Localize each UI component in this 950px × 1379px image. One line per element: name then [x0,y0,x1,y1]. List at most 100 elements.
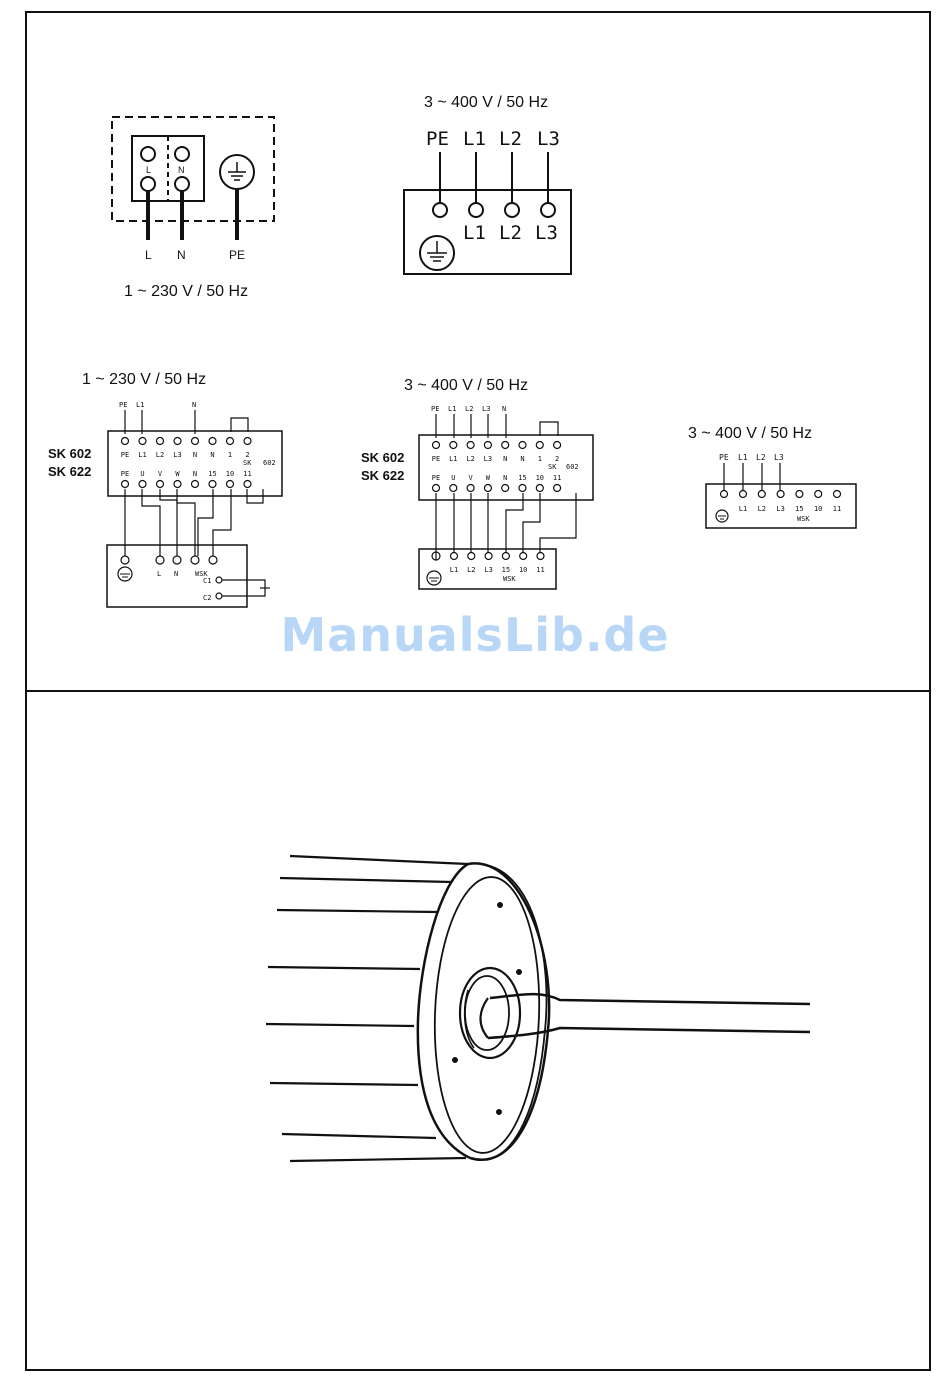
top-pe: PE [719,453,729,462]
d4-row2-label: N [503,474,507,482]
top-l3: L3 [537,128,560,150]
d5-bottom-label: 10 [814,505,822,513]
d4-row1-terminal [483,440,492,450]
d3-row2-terminal [208,479,217,489]
term-l: L [145,248,152,262]
d4-row1-label: 1 [538,455,542,463]
d4-row1-terminal [431,440,441,450]
model-sk602: SK 602 [48,446,91,461]
caption-4: 3 ~ 400 V / 50 Hz [404,377,528,394]
d3-row1-label: L1 [138,451,146,459]
c1-label: C1 [203,577,211,585]
d4-row1-label: N [520,455,524,463]
d3-row1-terminal [138,436,147,446]
d4-bottom-terminal [484,551,493,561]
top-n: N [192,401,196,409]
caption-5: 3 ~ 400 V / 50 Hz [688,425,812,442]
d3-row1-terminal [155,436,165,446]
d4-row2-terminal [552,483,562,493]
model-sk602: SK 602 [361,450,404,465]
d4-row2-terminal [449,483,458,493]
sk-602-label: 602 [263,459,276,467]
d3-row1-terminal [120,436,130,446]
bottom-l: L [157,570,161,578]
d4-bottom-terminal [467,551,476,561]
d5-bottom-label: L3 [776,505,784,513]
d4-row2-terminal [466,483,475,493]
wsk-label: WSK [503,575,516,583]
diagram-sk-single-phase: 1 ~ 230 V / 50 Hz SK 602 SK 622 PE L1 N … [48,371,283,608]
top-pe: PE [431,405,439,413]
d4-row1-label: L3 [484,455,492,463]
d3-row2-terminal [225,479,235,489]
top-pe: PE [119,401,127,409]
term-n: N [177,248,186,262]
d3-row2-label: 10 [226,470,234,478]
model-sk622: SK 622 [48,464,91,479]
d3-row2-label: 11 [243,470,251,478]
model-sk622: SK 622 [361,468,404,483]
d4-bottom-terminal [449,551,459,561]
sk-label: SK [243,459,252,467]
d3-row1-terminal [243,436,252,446]
top-l3: L3 [774,453,784,462]
d3-row1-label: 1 [228,451,232,459]
diagram-single-phase-terminal: L N L N PE 1 ~ 230 V / 50 Hz [111,116,275,300]
d3-row2-terminal [190,479,200,489]
wsk-label: WSK [797,515,810,523]
caption-3: 1 ~ 230 V / 50 Hz [82,371,206,388]
d5-bottom-label: L1 [739,505,747,513]
top-l3: L3 [482,405,490,413]
d4-row1-terminal [501,440,510,450]
d4-row1-terminal [535,440,544,450]
d4-row1-terminal [518,440,527,450]
d3-row1-label: L3 [173,451,181,459]
d5-bottom-terminal [738,489,748,499]
top-n: N [502,405,506,413]
d4-row1-terminal [466,440,475,450]
d4-row2-terminal [518,483,527,493]
d4-bottom-label: L2 [467,566,475,574]
d3-row1-terminal [190,436,200,446]
d4-row1-label: PE [432,455,440,463]
d4-row2-label: 10 [536,474,544,482]
sk-602-label: 602 [566,463,579,471]
d4-row1-terminal [552,440,562,450]
d5-bottom-terminal [757,489,766,499]
caption-2: 3 ~ 400 V / 50 Hz [424,94,548,111]
d5-bottom-label: L2 [758,505,766,513]
d4-bottom-label: L3 [484,566,492,574]
bottom-wsk: WSK [195,570,208,578]
ground-symbol [419,235,455,271]
d4-bottom-terminal [519,551,528,561]
term-pe: PE [229,248,245,262]
d4-row2-terminal [501,483,510,493]
inner-l1: L1 [463,222,486,244]
top-l1: L1 [448,405,456,413]
d3-row1-label: N [210,451,214,459]
d4-bottom-label: 10 [519,566,527,574]
d4-row2-terminal [483,483,492,493]
top-l2: L2 [465,405,473,413]
d3-row1-label: PE [121,451,129,459]
motor-cable-illustration [265,854,811,1163]
d4-bottom-label: 11 [536,566,544,574]
d4-bottom-label: L1 [450,566,458,574]
c2-label: C2 [203,594,211,602]
d3-row1-terminal [225,436,235,446]
d3-row2-label: V [158,470,163,478]
inner-n-label: N [178,165,185,175]
d4-row2-label: W [486,474,491,482]
d3-row1-label: 2 [245,451,249,459]
d3-row2-label: U [140,470,144,478]
d4-row1-label: L2 [466,455,474,463]
d5-bottom-terminal [795,489,804,499]
d3-row2-terminal [155,479,165,489]
diagram-three-phase-terminal: 3 ~ 400 V / 50 Hz PE L1 L2 L3 L1 L2 L3 [403,94,572,275]
d3-row1-label: N [193,451,197,459]
d3-row1-label: L2 [156,451,164,459]
inner-l-label: L [146,165,151,175]
d4-row2-label: PE [432,474,440,482]
